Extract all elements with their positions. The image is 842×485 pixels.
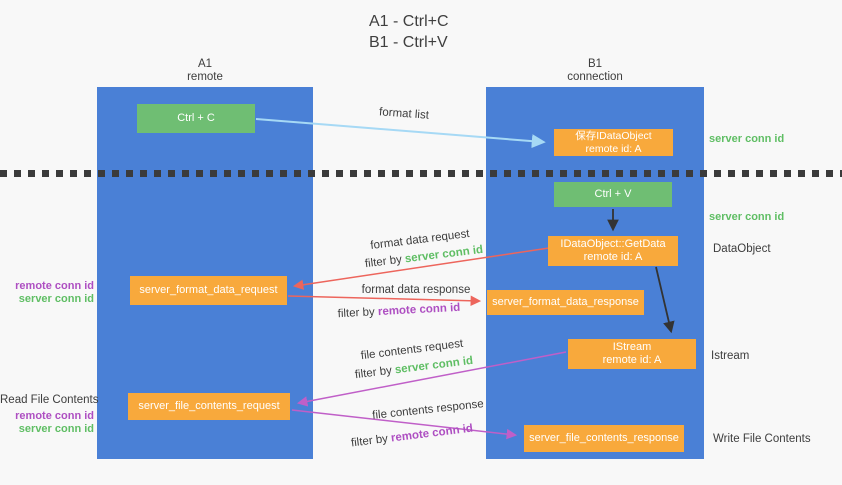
- server-conn-id-annotation-2: server conn id: [18, 423, 94, 435]
- format-data-response-label: format data response: [361, 284, 471, 296]
- file-contents-response-label: file contents response: [371, 398, 485, 422]
- server-conn-id-annotation-top: server conn id: [709, 133, 785, 145]
- left-conn-id-group-1: remote conn id server conn id: [0, 280, 94, 306]
- remote-conn-id-text: remote conn id: [377, 301, 461, 319]
- file-request-node: server_file_contents_request: [128, 393, 290, 420]
- ctrl-v-node: Ctrl + V: [554, 182, 672, 207]
- filter-by-text: filter by: [337, 306, 379, 321]
- filter-by-text: filter by: [350, 432, 392, 450]
- format-request-label: server_format_data_request: [139, 284, 278, 296]
- title-line-2: B1 - Ctrl+V: [369, 34, 448, 51]
- store-dataobject-line1: 保存IDataObject: [575, 129, 652, 142]
- store-dataobject-line2: remote id: A: [585, 142, 642, 155]
- format-list-label: format list: [378, 106, 430, 122]
- istream-node: IStream remote id: A: [568, 339, 696, 369]
- remote-conn-id-annotation-2: remote conn id: [15, 410, 94, 422]
- server-conn-id-text: server conn id: [404, 243, 484, 266]
- format-data-response-arrow: [287, 295, 482, 307]
- filter-by-remote-1: filter by remote conn id: [337, 302, 460, 320]
- dataobject-annotation: DataObject: [713, 243, 771, 255]
- lane-a-header: A1 remote: [97, 58, 313, 84]
- ctrl-v-label: Ctrl + V: [594, 188, 632, 200]
- istream-annotation: Istream: [711, 350, 750, 362]
- remote-conn-id-text: remote conn id: [390, 422, 474, 445]
- lane-a-subtitle: remote: [187, 71, 223, 83]
- left-conn-id-group-2: Read File Contents remote conn id server…: [0, 394, 99, 436]
- dashed-separator: [0, 170, 842, 177]
- format-response-node: server_format_data_response: [487, 290, 644, 315]
- istream-line1: IStream: [612, 341, 652, 353]
- store-dataobject-node: 保存IDataObject remote id: A: [554, 129, 673, 156]
- server-conn-id-annotation-mid: server conn id: [709, 211, 785, 223]
- write-file-contents-annotation: Write File Contents: [713, 433, 811, 445]
- diagram-title: A1 - Ctrl+C B1 - Ctrl+V: [369, 11, 449, 53]
- file-response-node: server_file_contents_response: [524, 425, 684, 452]
- lane-a-title: A1: [197, 58, 213, 70]
- getdata-line2: remote id: A: [583, 251, 643, 263]
- server-conn-id-text: server conn id: [394, 354, 474, 377]
- getdata-line1: IDataObject::GetData: [560, 238, 666, 250]
- ctrl-c-label: Ctrl + C: [177, 112, 215, 124]
- format-request-node: server_format_data_request: [130, 276, 287, 305]
- istream-line2: remote id: A: [602, 354, 662, 366]
- ctrl-c-node: Ctrl + C: [137, 104, 255, 133]
- lane-b-title: B1: [587, 58, 603, 70]
- filter-by-remote-2: filter by remote conn id: [350, 423, 473, 450]
- lane-b-header: B1 connection: [486, 58, 704, 84]
- read-file-contents-annotation: Read File Contents: [0, 394, 99, 406]
- server-conn-id-annotation-1: server conn id: [18, 293, 94, 305]
- file-response-label: server_file_contents_response: [529, 432, 679, 444]
- filter-by-text: filter by: [364, 253, 406, 271]
- remote-conn-id-annotation-1: remote conn id: [15, 280, 94, 292]
- lane-b-subtitle: connection: [567, 71, 623, 83]
- file-request-label: server_file_contents_request: [138, 400, 280, 412]
- getdata-node: IDataObject::GetData remote id: A: [548, 236, 678, 266]
- title-line-1: A1 - Ctrl+C: [369, 13, 449, 30]
- format-response-label: server_format_data_response: [492, 296, 639, 308]
- filter-by-text: filter by: [354, 364, 396, 382]
